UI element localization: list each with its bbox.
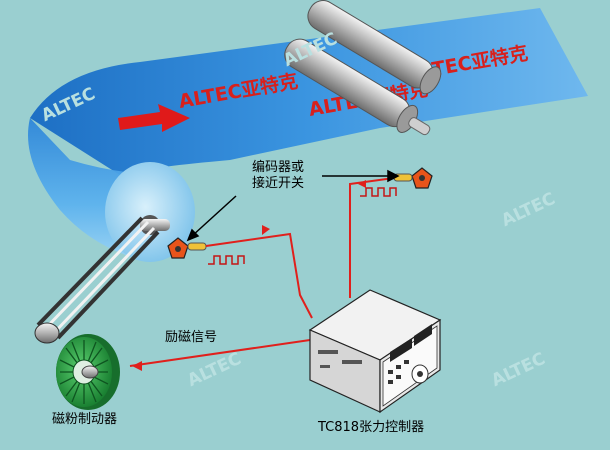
wire-arrow-icon xyxy=(262,225,270,235)
direction-arrow-icon xyxy=(118,104,190,132)
wire-arrow-icon xyxy=(132,361,142,371)
drive-belt xyxy=(34,216,160,344)
tc818-controller xyxy=(308,289,442,414)
label-magnetic-brake: 磁粉制动器 xyxy=(52,412,118,427)
magnetic-brake xyxy=(56,334,120,410)
unwind-roll xyxy=(105,162,195,262)
sensor-left xyxy=(167,237,207,259)
pulse-symbol-left-icon xyxy=(208,255,245,265)
label-encoder: 编码器或 xyxy=(252,160,305,175)
label-pointers xyxy=(186,169,400,242)
label-controller: TC818张力控制器 xyxy=(318,420,425,435)
signal-wires xyxy=(129,177,395,367)
label-excitation-signal: 励磁信号 xyxy=(165,330,218,345)
sensor-right xyxy=(393,167,433,189)
web-material xyxy=(28,8,588,262)
label-proximity-switch: 接近开关 xyxy=(252,176,305,191)
nip-rollers xyxy=(284,0,442,136)
pulse-symbol-right-icon xyxy=(360,187,397,197)
wire-arrow-icon xyxy=(358,180,366,188)
